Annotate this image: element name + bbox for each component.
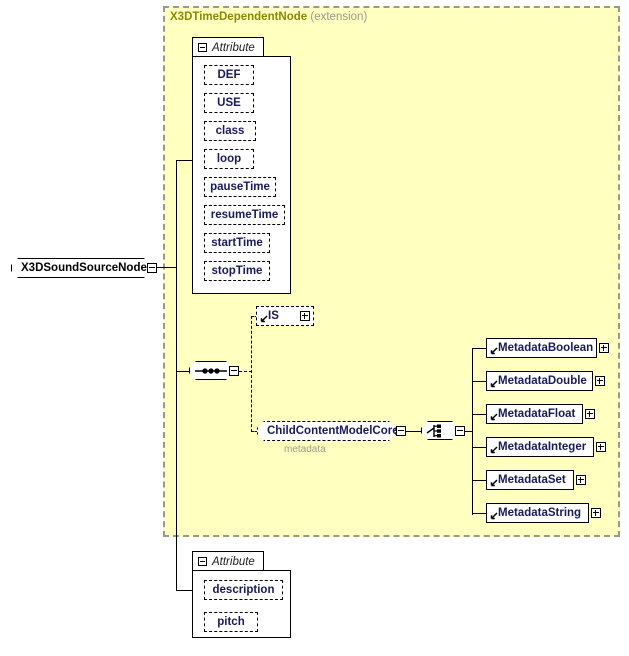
connector-childcontent-to-choice (406, 431, 421, 433)
connector-branch-vertical (251, 316, 252, 432)
attribute-item-label: stopTime (211, 265, 263, 277)
connector-to-metadata-node (472, 381, 486, 383)
metadata-node-MetadataFloat[interactable]: MetadataFloat (486, 404, 583, 424)
metadata-node-label: MetadataInteger (498, 441, 587, 453)
connector-to-bottom-attribute (176, 590, 192, 592)
attribute-item-label: pauseTime (210, 181, 270, 193)
attribute-group-bottom-label: Attribute (212, 555, 255, 568)
connector-metadata-bus (472, 348, 474, 515)
metadata-node-MetadataInteger[interactable]: MetadataInteger (486, 437, 594, 457)
reference-arrow-icon (490, 446, 498, 454)
root-element-node[interactable]: X3DSoundSourceNode (11, 258, 151, 278)
extension-title-text: X3DTimeDependentNode (170, 11, 308, 23)
connector-to-metadata-node (472, 348, 486, 350)
attribute-item-label: class (215, 125, 245, 137)
choice-toggle-minus[interactable] (455, 426, 465, 436)
metadata-node-label: MetadataSet (498, 474, 566, 486)
attribute-item-label: pitch (217, 616, 245, 628)
sequence-toggle-minus[interactable] (229, 366, 239, 376)
childcontent-toggle-minus[interactable] (396, 426, 406, 436)
attribute-item-stopTime[interactable]: stopTime (204, 261, 270, 281)
is-element-node[interactable]: IS (256, 306, 314, 326)
reference-arrow-icon (490, 512, 498, 520)
attribute-item-class[interactable]: class (204, 121, 256, 141)
metadata-node-MetadataString[interactable]: MetadataString (486, 503, 589, 523)
connector-to-metadata-node (472, 513, 486, 515)
connector-to-childcontent (251, 431, 261, 432)
reference-arrow-icon (260, 315, 268, 323)
is-element-label: IS (268, 310, 279, 322)
is-toggle-plus[interactable] (300, 311, 310, 321)
connector-to-metadata-node (472, 414, 486, 416)
attribute-item-pauseTime[interactable]: pauseTime (204, 177, 276, 197)
metadata-node-label: MetadataString (498, 507, 582, 519)
connector-main-trunk (176, 160, 178, 591)
connector-to-top-attribute (176, 160, 192, 162)
reference-arrow-icon (490, 347, 498, 355)
connector-sequence-out (239, 371, 252, 372)
reference-arrow-icon (490, 479, 498, 487)
attribute-group-bottom-toggle-minus[interactable] (198, 557, 207, 566)
attribute-item-startTime[interactable]: startTime (204, 233, 270, 253)
childcontent-sublabel: metadata (284, 444, 326, 455)
attribute-group-top-label: Attribute (212, 41, 255, 54)
metadata-node-label: MetadataDouble (498, 375, 587, 387)
reference-arrow-icon (490, 380, 498, 388)
attribute-item-label: loop (216, 153, 242, 165)
attribute-item-label: startTime (211, 237, 263, 249)
attribute-item-description[interactable]: description (204, 580, 283, 600)
reference-arrow-icon (490, 413, 498, 421)
connector-to-metadata-node (472, 447, 486, 449)
attribute-item-pitch[interactable]: pitch (204, 612, 258, 632)
metadata-toggle-plus[interactable] (595, 376, 605, 386)
attribute-group-top-box (192, 56, 291, 294)
connector-root-horizontal (157, 267, 177, 269)
attribute-group-top-tab[interactable]: Attribute (192, 37, 264, 57)
extension-kind-text: (extension) (310, 11, 368, 23)
connector-to-metadata-node (472, 480, 486, 482)
metadata-node-label: MetadataBoolean (498, 342, 594, 354)
metadata-toggle-plus[interactable] (576, 475, 586, 485)
metadata-toggle-plus[interactable] (591, 508, 601, 518)
attribute-item-resumeTime[interactable]: resumeTime (204, 205, 285, 225)
metadata-node-MetadataDouble[interactable]: MetadataDouble (486, 371, 593, 391)
childcontent-node[interactable]: ChildContentModelCore (257, 421, 396, 441)
sequence-icon (195, 368, 227, 374)
childcontent-label: ChildContentModelCore (267, 425, 399, 437)
metadata-node-MetadataBoolean[interactable]: MetadataBoolean (486, 338, 597, 358)
metadata-toggle-plus[interactable] (585, 409, 595, 419)
choice-icon (426, 424, 441, 438)
attribute-item-DEF[interactable]: DEF (204, 65, 254, 85)
attribute-group-top-toggle-minus[interactable] (198, 43, 207, 52)
attribute-group-bottom-tab[interactable]: Attribute (192, 551, 264, 571)
attribute-item-label: description (212, 584, 275, 596)
attribute-item-label: resumeTime (210, 209, 279, 221)
root-toggle-minus[interactable] (147, 263, 157, 273)
connector-choice-out (465, 431, 473, 433)
metadata-node-label: MetadataFloat (498, 408, 576, 420)
connector-to-sequence (176, 371, 189, 373)
root-element-label: X3DSoundSourceNode (21, 262, 147, 274)
metadata-toggle-plus[interactable] (599, 343, 609, 353)
extension-title: X3DTimeDependentNode (extension) (170, 11, 367, 23)
metadata-node-MetadataSet[interactable]: MetadataSet (486, 470, 574, 490)
attribute-item-label: USE (217, 97, 241, 109)
metadata-toggle-plus[interactable] (596, 442, 606, 452)
attribute-item-label: DEF (217, 69, 241, 81)
attribute-item-loop[interactable]: loop (204, 149, 254, 169)
attribute-item-USE[interactable]: USE (204, 93, 254, 113)
